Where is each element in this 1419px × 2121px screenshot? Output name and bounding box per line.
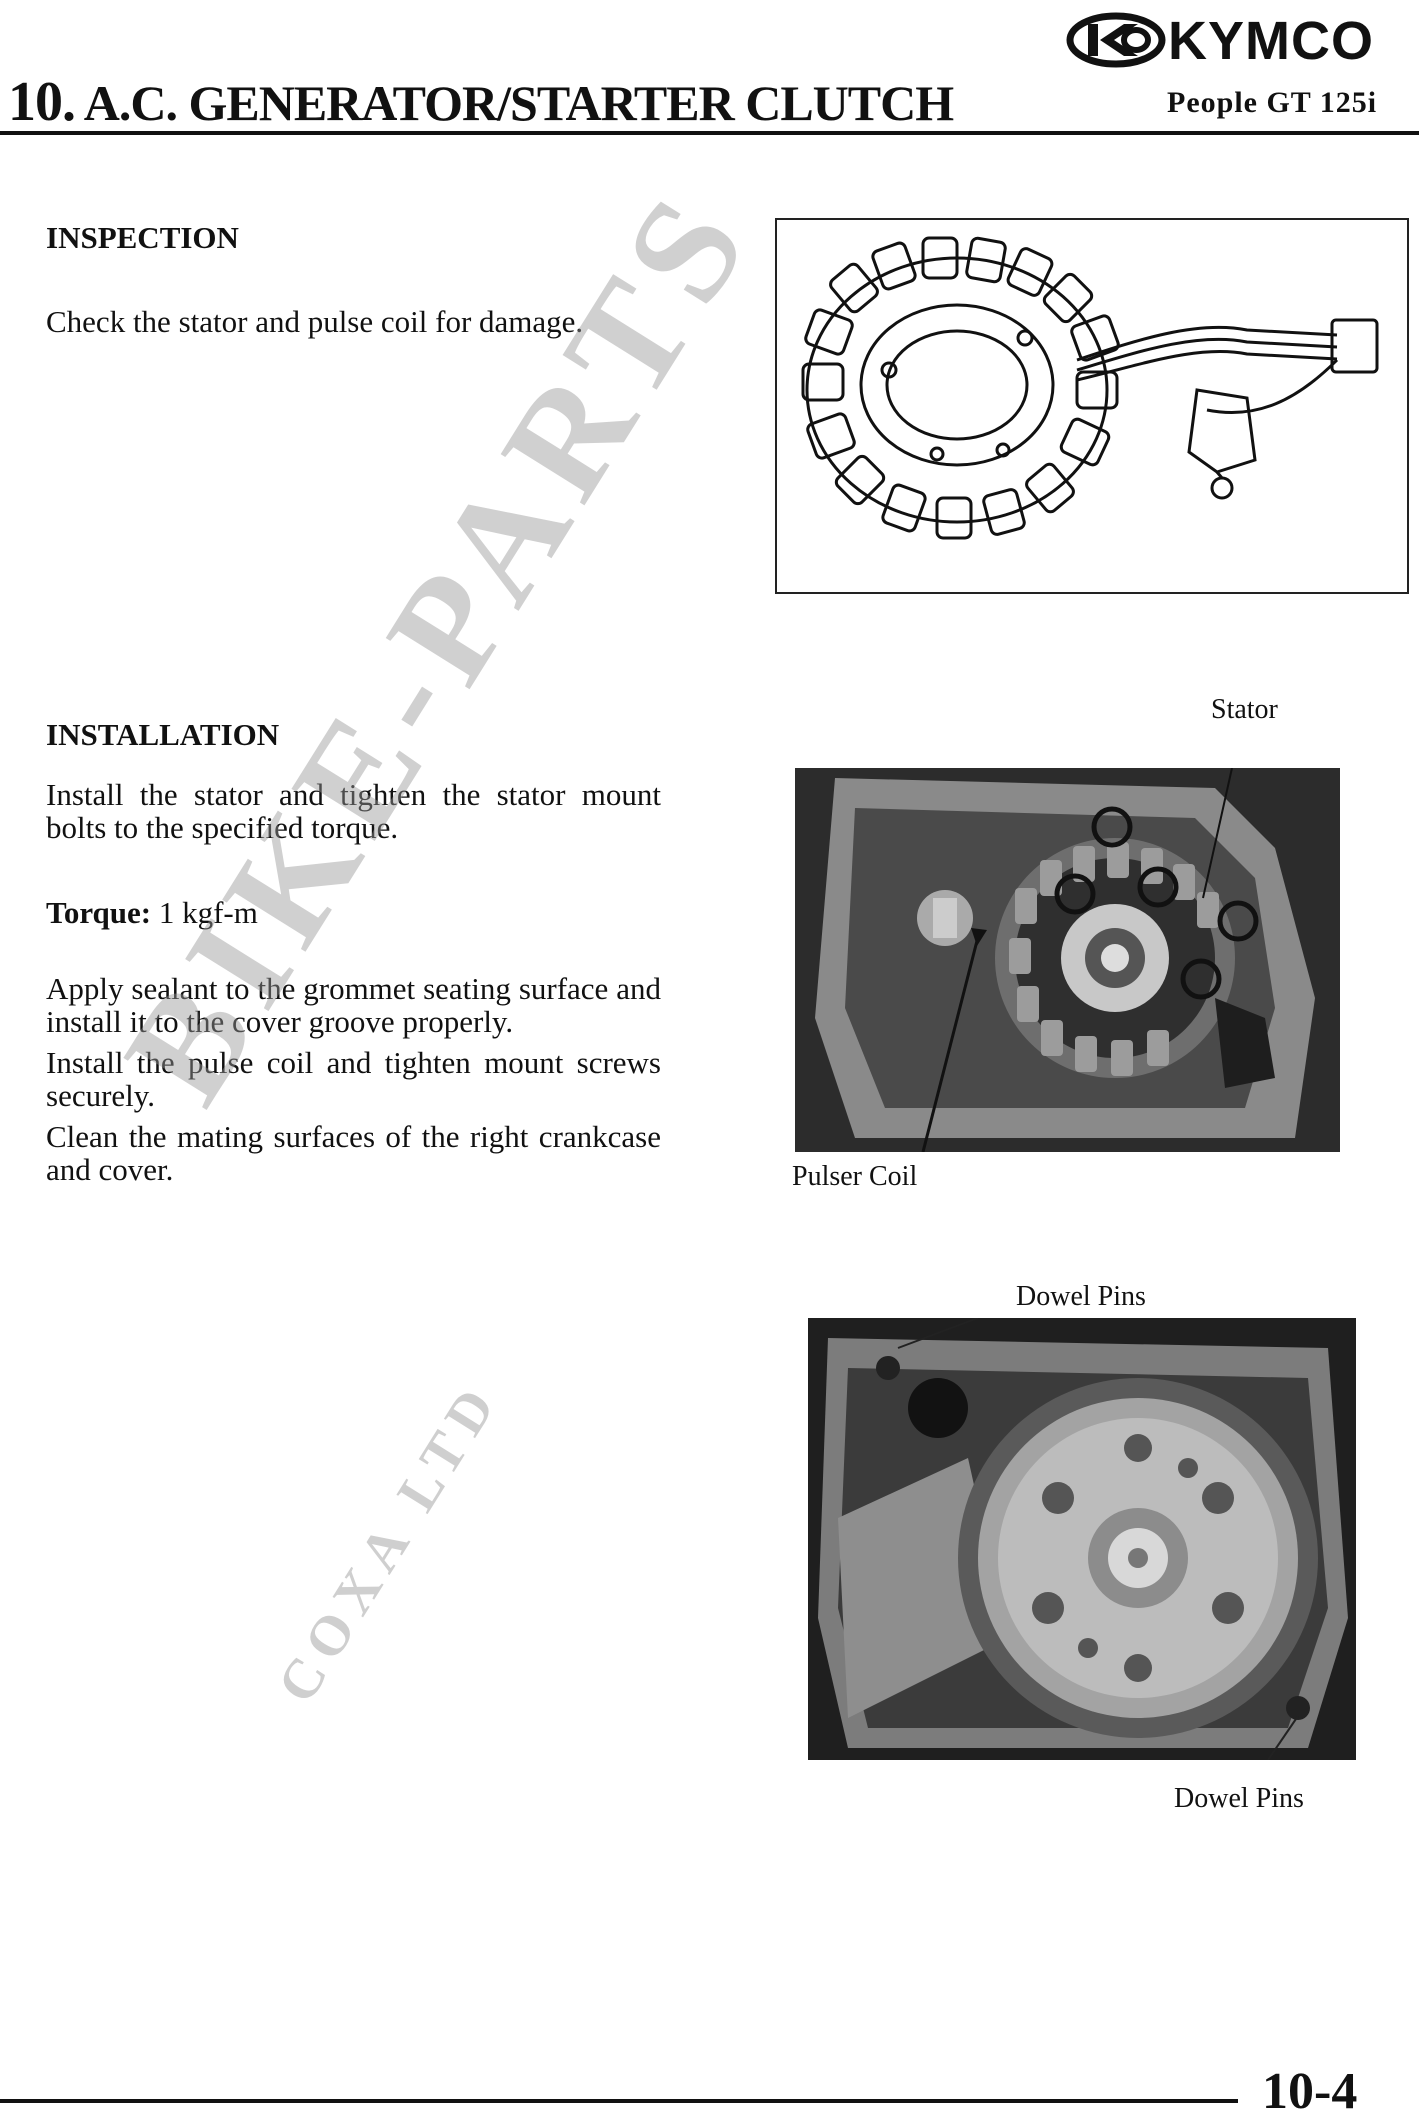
- installed-stator-illustration: [795, 768, 1340, 1152]
- torque-spec: Torque: 1 kgf-m: [46, 896, 661, 929]
- installation-step-3: Install the pulse coil and tighten mount…: [46, 1045, 661, 1113]
- brand-name: KYMCO: [1168, 11, 1374, 71]
- installed-stator-photo: [795, 768, 1340, 1152]
- kymco-logo: KYMCO: [1066, 12, 1411, 68]
- kymco-emblem-icon: [1066, 12, 1166, 68]
- dowel-pins-label-top: Dowel Pins: [1016, 1281, 1146, 1312]
- model-name: People GT 125i: [1167, 86, 1378, 119]
- crankcase-photo: [808, 1318, 1356, 1760]
- header-divider: [0, 131, 1419, 135]
- stator-drawing-figure: [775, 218, 1409, 594]
- chapter-title: 10. A.C. GENERATOR/STARTER CLUTCH: [8, 71, 954, 133]
- page-number: 10-4: [1262, 2063, 1358, 2120]
- pulser-coil-label: Pulser Coil: [792, 1161, 918, 1192]
- installation-heading: INSTALLATION: [46, 717, 280, 752]
- torque-label: Torque:: [46, 895, 152, 930]
- installation-step-2: Apply sealant to the grommet seating sur…: [46, 971, 661, 1039]
- watermark-sub: COXA LTD: [265, 1370, 513, 1714]
- installation-step-1: Install the stator and tighten the stato…: [46, 777, 661, 845]
- stator-label: Stator: [1211, 694, 1278, 725]
- crankcase-illustration: [808, 1318, 1356, 1760]
- torque-value: 1 kgf-m: [158, 895, 258, 930]
- inspection-text: Check the stator and pulse coil for dama…: [46, 304, 584, 339]
- dowel-pins-label-bottom: Dowel Pins: [1174, 1783, 1304, 1814]
- chapter-number: 10.: [8, 71, 76, 133]
- footer-divider: [0, 2099, 1238, 2103]
- stator-line-drawing: [801, 236, 1379, 540]
- installation-step-4: Clean the mating surfaces of the right c…: [46, 1119, 661, 1187]
- chapter-title-text: A.C. GENERATOR/STARTER CLUTCH: [83, 75, 954, 131]
- inspection-heading: INSPECTION: [46, 220, 239, 255]
